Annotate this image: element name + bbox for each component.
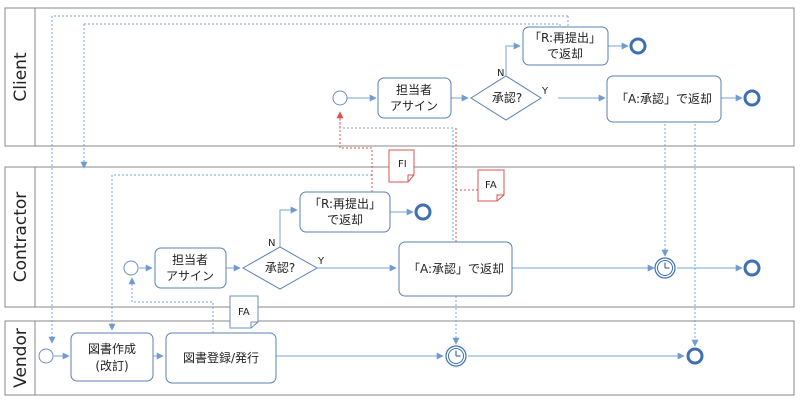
fa-vendor-document-label: FA	[238, 307, 250, 318]
contractor-decision-gateway[interactable]: 承認?	[241, 246, 319, 290]
client-approve-task[interactable]: 「A:承認」で返却	[606, 75, 722, 123]
vendor-create-line2: (改訂)	[95, 358, 128, 373]
vendor-end-event[interactable]	[686, 347, 704, 365]
client-resubmit-line1: 「R:再提出」	[529, 30, 601, 45]
contractor-assign-line2: アサイン	[166, 269, 214, 283]
fa-vendor-document-icon[interactable]: FA	[229, 295, 259, 329]
contractor-timer-icon[interactable]	[654, 257, 676, 279]
client-resubmit-task[interactable]: 「R:再提出」 で返却	[522, 26, 609, 66]
client-start-event[interactable]	[332, 90, 348, 106]
client-assign-line1: 担当者	[396, 83, 432, 97]
contractor-decision-label: 承認?	[265, 260, 295, 275]
client-resubmit-line2: で返却	[547, 47, 583, 61]
client-yes-label: Y	[541, 86, 549, 97]
contractor-start-event[interactable]	[123, 260, 139, 276]
vendor-timer-icon[interactable]	[445, 345, 467, 367]
fi-document-icon[interactable]: FI	[388, 149, 415, 183]
fi-document-label: FI	[398, 159, 407, 170]
client-end-event[interactable]	[743, 89, 761, 107]
fa-contractor-document-label: FA	[485, 180, 497, 191]
red-connectors	[336, 111, 478, 242]
vendor-start-event[interactable]	[38, 348, 54, 364]
vendor-create-task[interactable]: 図書作成 (改訂)	[70, 332, 154, 382]
vendor-register-task[interactable]: 図書登録/発行	[165, 332, 277, 384]
contractor-approve-label: 「A:承認」で返却	[408, 261, 504, 276]
client-resubmit-end-event[interactable]	[629, 37, 647, 55]
contractor-resubmit-line2: で返却	[327, 213, 363, 227]
fa-contractor-document-icon[interactable]: FA	[477, 169, 505, 202]
contractor-resubmit-task[interactable]: 「R:再提出」 で返却	[299, 191, 391, 233]
client-no-label: N	[497, 68, 504, 79]
client-decision-label: 承認?	[492, 90, 522, 105]
lane-vendor-label: Vendor	[11, 328, 31, 388]
vendor-create-line1: 図書作成	[88, 342, 136, 356]
contractor-end-event[interactable]	[743, 259, 761, 277]
lane-contractor-label: Contractor	[11, 192, 31, 283]
contractor-assign-task[interactable]: 担当者 アサイン	[154, 247, 227, 289]
client-approve-label: 「A:承認」で返却	[616, 91, 712, 106]
client-decision-gateway[interactable]: 承認?	[470, 75, 542, 121]
contractor-no-label: N	[268, 238, 275, 249]
contractor-yes-label: Y	[317, 256, 325, 267]
client-assign-task[interactable]: 担当者 アサイン	[377, 77, 452, 119]
flow-connectors	[54, 42, 743, 360]
dotted-connectors	[48, 15, 699, 347]
contractor-assign-line1: 担当者	[172, 253, 208, 267]
contractor-resubmit-end-event[interactable]	[414, 203, 432, 221]
contractor-approve-task[interactable]: 「A:承認」で返却	[398, 241, 513, 297]
contractor-resubmit-line1: 「R:再提出」	[309, 196, 381, 211]
lane-client-label: Client	[11, 52, 31, 102]
vendor-register-label: 図書登録/発行	[183, 350, 259, 365]
client-assign-line2: アサイン	[390, 99, 438, 113]
